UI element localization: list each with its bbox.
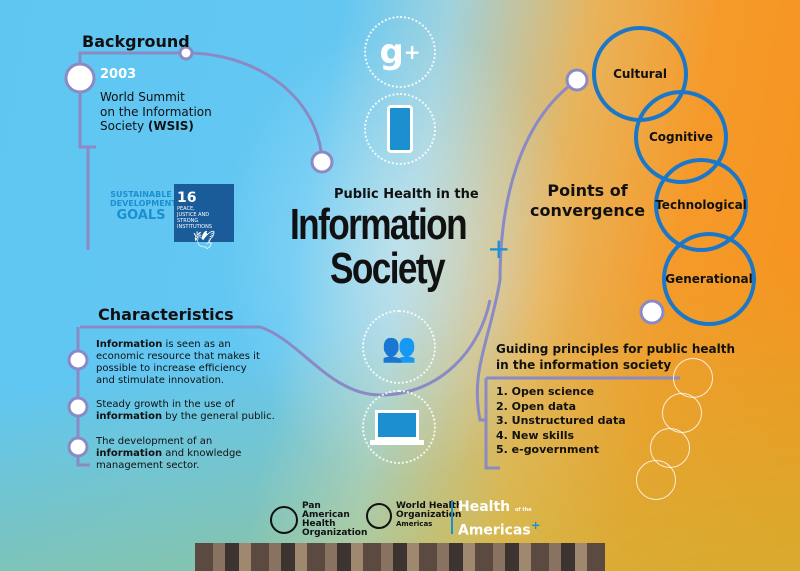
plus-icon: +: [487, 232, 511, 265]
title-information: Information: [290, 200, 468, 249]
characteristic-item: Information is seen as an economic resou…: [96, 339, 260, 386]
divider: [451, 500, 453, 534]
guiding-item: 4. New skills: [496, 428, 575, 442]
background-year: 2003: [100, 67, 137, 82]
characteristics-heading: Characteristics: [98, 305, 234, 324]
sdg16-badge: 16 PEACE, JUSTICE AND STRONG INSTITUTION…: [174, 184, 234, 251]
guiding-item: 5. e-government: [496, 443, 600, 456]
guiding-item: 1. Open science: [496, 385, 595, 398]
smartphone-icon: [364, 93, 436, 165]
convergence-generational: Generational: [662, 232, 756, 326]
flowchart-icon: [662, 393, 702, 433]
dove-icon: 🕊: [192, 230, 216, 251]
background-heading: Background: [82, 32, 190, 51]
characteristic-item: The development of an information and kn…: [96, 436, 242, 471]
google-plus-icon: g+: [364, 16, 436, 88]
people-icon: 👥: [362, 310, 436, 384]
paho-logo: Pan American Health Organization: [270, 502, 367, 538]
laptop-icon: [362, 390, 436, 464]
guiding-item: 3. Unstructured data: [496, 414, 626, 427]
guiding-item: 2. Open data: [496, 399, 576, 413]
laptop-chart-icon: [673, 358, 713, 398]
photo-strip: [195, 543, 605, 571]
title-society: Society: [330, 244, 446, 293]
title-pre: Public Health in the: [334, 187, 479, 202]
pie-chart-people-icon: [636, 460, 676, 500]
characteristic-item: Steady growth in the use of information …: [96, 399, 275, 422]
